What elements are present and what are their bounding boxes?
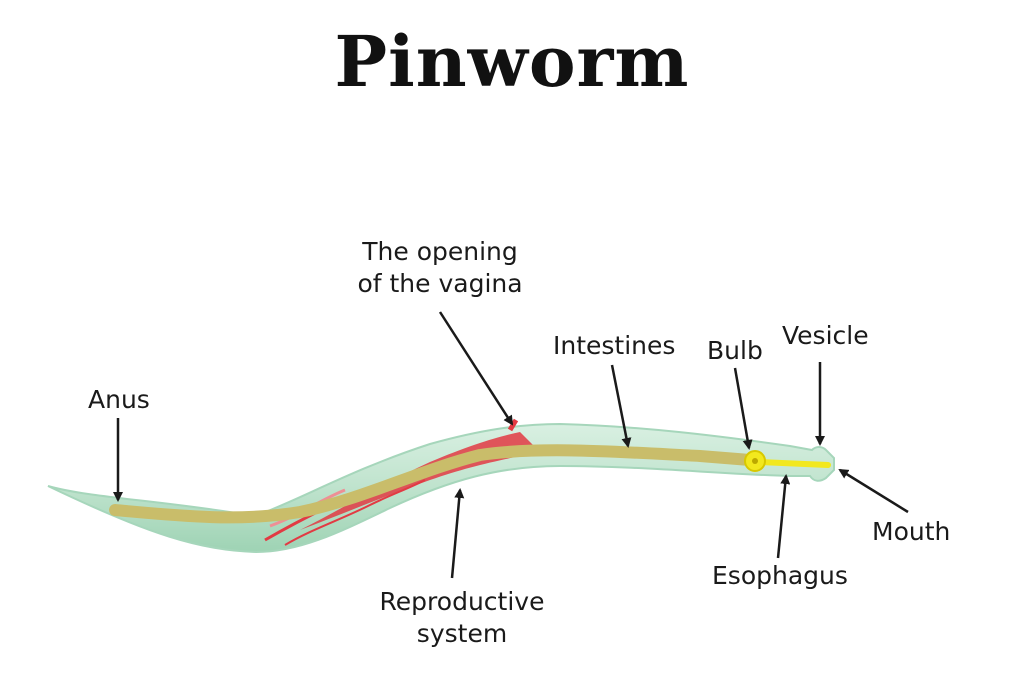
label-bulb: Bulb	[707, 336, 763, 365]
arrow-reproductive	[450, 488, 465, 579]
label-intestines: Intestines	[553, 331, 676, 360]
label-esophagus: Esophagus	[712, 561, 848, 590]
label-opening-line2: of the vagina	[357, 269, 523, 298]
label-mouth: Mouth	[872, 517, 951, 546]
label-reproductive-line1: Reproductive	[379, 587, 545, 616]
label-vesicle: Vesicle	[782, 321, 869, 350]
label-reproductive-line2: system	[416, 619, 508, 648]
intestine-tube	[109, 444, 756, 524]
label-opening-line1: The opening	[362, 237, 518, 266]
arrow-bulb	[733, 367, 753, 450]
arrow-mouth	[838, 468, 909, 514]
label-anus: Anus	[88, 385, 150, 414]
arrow-esophagus	[776, 474, 791, 559]
label-reproductive-system: Reproductive system	[372, 586, 552, 650]
worm-body	[47, 422, 835, 554]
label-opening-vagina: The opening of the vagina	[345, 236, 535, 300]
arrow-intestines	[610, 364, 632, 448]
diagram-title: Pinworm	[334, 20, 690, 103]
arrow-opening	[438, 311, 514, 426]
esophagus-tube	[755, 459, 831, 468]
